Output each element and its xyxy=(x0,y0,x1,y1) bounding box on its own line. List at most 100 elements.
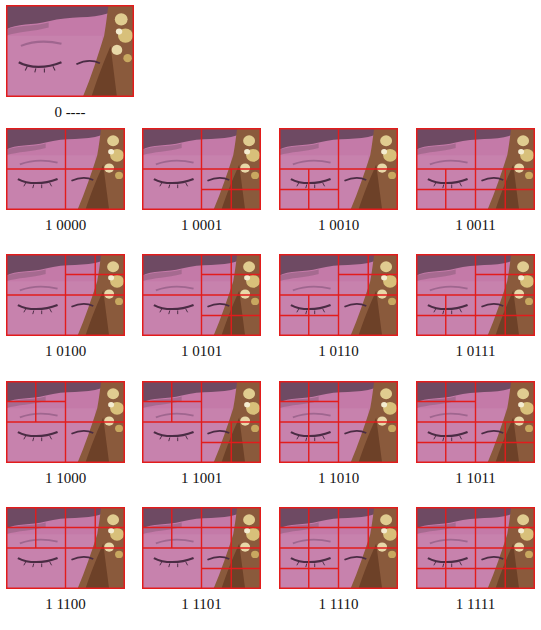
partition-line xyxy=(279,168,398,169)
thumbnail-frame: 1 0111 xyxy=(416,254,535,360)
face-photo xyxy=(142,507,261,589)
face-photo xyxy=(142,381,261,463)
split-code: 1 0010 xyxy=(279,216,398,234)
face-image xyxy=(416,381,535,463)
face-photo xyxy=(6,254,125,336)
partition-line xyxy=(202,189,262,190)
thumbnail-frame: 1 0011 xyxy=(416,128,535,234)
partition-line xyxy=(202,274,262,275)
partition-line xyxy=(279,547,398,548)
face-image xyxy=(279,254,398,336)
caption-holder: 1 0001 xyxy=(142,128,261,234)
face-image xyxy=(6,381,125,463)
face-photo xyxy=(279,381,398,463)
face-photo xyxy=(279,128,398,210)
caption-holder: 1 0010 xyxy=(279,128,398,234)
thumbnail-frame: 1 0010 xyxy=(279,128,398,234)
face-image xyxy=(142,254,261,336)
caption-holder: 1 1010 xyxy=(279,381,398,487)
block-border xyxy=(143,382,261,463)
block-border xyxy=(7,6,134,97)
split-code: 1 1000 xyxy=(6,469,125,487)
thumbnail-frame: 1 0001 xyxy=(142,128,261,234)
face-photo xyxy=(142,254,261,336)
block-border xyxy=(143,129,261,210)
caption-holder: 1 1110 xyxy=(279,507,398,613)
face-image xyxy=(6,5,134,97)
partition-line xyxy=(476,568,536,569)
block-border xyxy=(417,129,535,210)
block-border xyxy=(280,382,398,463)
partition-line xyxy=(279,401,339,402)
split-code: 1 1111 xyxy=(416,595,535,613)
block-border xyxy=(7,255,125,336)
thumbnail-frame: 1 1110 xyxy=(279,507,398,613)
caption-holder: 1 0011 xyxy=(416,128,535,234)
caption-holder: 1 1111 xyxy=(416,507,535,613)
face-image xyxy=(416,128,535,210)
face-photo xyxy=(279,254,398,336)
block-border xyxy=(280,129,398,210)
split-code: 1 0011 xyxy=(416,216,535,234)
partition-line xyxy=(279,189,339,190)
face-photo xyxy=(6,5,134,97)
partition-line xyxy=(142,294,261,295)
split-code: 0 ---- xyxy=(6,103,134,121)
face-photo xyxy=(142,128,261,210)
caption-holder: 1 0101 xyxy=(142,254,261,360)
partition-line xyxy=(476,315,536,316)
thumbnail-frame: 1 0110 xyxy=(279,254,398,360)
partition-line xyxy=(279,421,398,422)
partition-line xyxy=(6,421,125,422)
split-code: 1 0110 xyxy=(279,342,398,360)
partition-line xyxy=(202,442,262,443)
split-code: 1 1110 xyxy=(279,595,398,613)
partition-line xyxy=(279,442,339,443)
partition-line xyxy=(416,315,476,316)
face-image xyxy=(416,507,535,589)
face-photo xyxy=(6,381,125,463)
partition-line xyxy=(416,527,476,528)
partition-line xyxy=(476,274,536,275)
partition-line xyxy=(142,401,202,402)
face-image xyxy=(142,507,261,589)
block-border xyxy=(143,255,261,336)
face-photo xyxy=(416,381,535,463)
partition-line xyxy=(142,421,261,422)
partition-line xyxy=(416,568,476,569)
split-code: 1 0111 xyxy=(416,342,535,360)
face-image xyxy=(279,381,398,463)
thumbnail-frame: 1 1100 xyxy=(6,507,125,613)
face-image xyxy=(6,254,125,336)
face-photo xyxy=(416,128,535,210)
block-border xyxy=(7,382,125,463)
split-code: 1 1011 xyxy=(416,469,535,487)
partition-line xyxy=(279,294,398,295)
partition-line xyxy=(202,568,262,569)
caption-holder: 1 0111 xyxy=(416,254,535,360)
partition-line xyxy=(339,527,399,528)
caption-holder: 1 1011 xyxy=(416,381,535,487)
thumbnail-frame: 1 0101 xyxy=(142,254,261,360)
face-photo xyxy=(6,507,125,589)
split-code: 1 1001 xyxy=(142,469,261,487)
partition-line xyxy=(476,189,536,190)
partition-line xyxy=(6,401,66,402)
caption-holder: 0 ---- xyxy=(6,5,134,121)
partition-line xyxy=(416,421,535,422)
partition-line xyxy=(279,568,339,569)
block-border xyxy=(7,129,125,210)
partition-line xyxy=(416,189,476,190)
face-image xyxy=(416,254,535,336)
partition-line xyxy=(142,547,261,548)
block-border xyxy=(417,255,535,336)
partition-line xyxy=(416,294,535,295)
partition-line xyxy=(476,527,536,528)
partition-line xyxy=(416,442,476,443)
face-image xyxy=(6,128,125,210)
thumbnail-frame: 1 0100 xyxy=(6,254,125,360)
caption-holder: 1 1001 xyxy=(142,381,261,487)
partition-line xyxy=(66,274,126,275)
thumbnail-frame: 1 1011 xyxy=(416,381,535,487)
